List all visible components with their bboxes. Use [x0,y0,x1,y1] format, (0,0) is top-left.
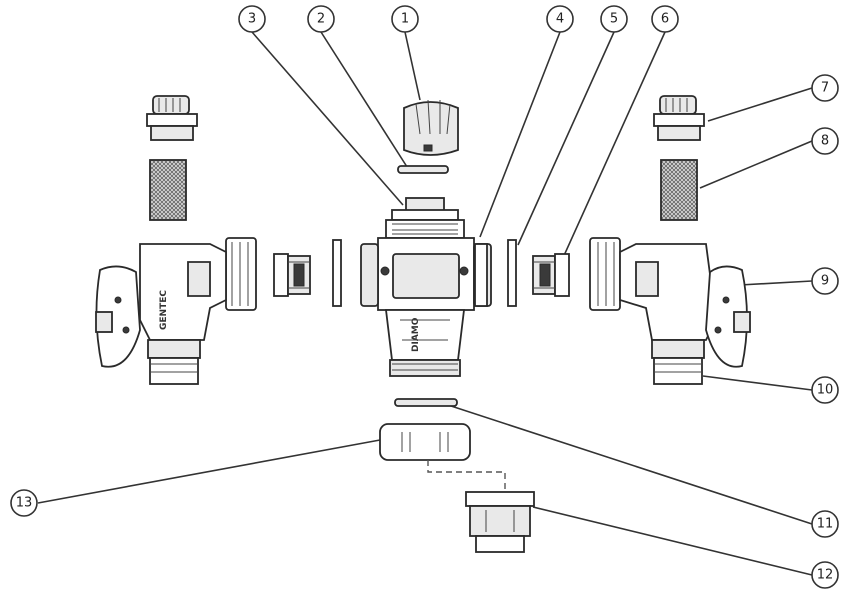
callout-12: 12 [811,561,839,589]
part-2-oring [397,165,449,174]
callout-11: 11 [811,510,839,538]
svg-text:3: 3 [248,12,256,27]
part-7-connector [653,95,705,141]
part-5-gasket [507,239,517,307]
central-valve-body: DIAMO [360,197,492,377]
left-valve-brand: GENTEC [159,290,169,330]
part-1-cap [403,99,459,156]
part-6-check-valve [532,253,570,297]
callout-1: 1 [391,5,419,33]
svg-text:8: 8 [821,134,829,149]
svg-text:13: 13 [16,496,33,511]
svg-text:4: 4 [556,12,564,27]
svg-text:6: 6 [661,12,669,27]
svg-text:9: 9 [821,274,829,289]
svg-text:10: 10 [817,383,834,398]
part-4-seal [474,243,488,307]
part-13-union-nut [379,423,506,490]
callout-10: 10 [811,376,839,404]
svg-text:2: 2 [317,12,325,27]
callout-2: 2 [307,5,335,33]
left-top-connector [146,95,198,141]
left-gasket [332,239,342,307]
svg-text:5: 5 [610,12,618,27]
center-body-text: DIAMO [411,317,421,352]
part-11-oring [394,398,458,407]
right-ball-valve [589,237,751,385]
left-ball-valve: GENTEC [95,237,257,385]
callout-13: 13 [10,489,38,517]
callout-3: 3 [238,5,266,33]
callout-9: 9 [811,267,839,295]
svg-text:1: 1 [401,12,409,27]
callout-7: 7 [811,74,839,102]
leader-lines [37,31,813,576]
svg-text:12: 12 [817,568,834,583]
callout-8: 8 [811,127,839,155]
svg-text:11: 11 [817,517,834,532]
callout-4: 4 [546,5,574,33]
part-12-tail-piece [465,491,535,553]
left-filter [149,159,187,221]
callout-5: 5 [600,5,628,33]
part-8-filter [660,159,698,221]
svg-text:7: 7 [821,81,829,96]
callout-6: 6 [651,5,679,33]
left-check-valve [273,253,311,297]
